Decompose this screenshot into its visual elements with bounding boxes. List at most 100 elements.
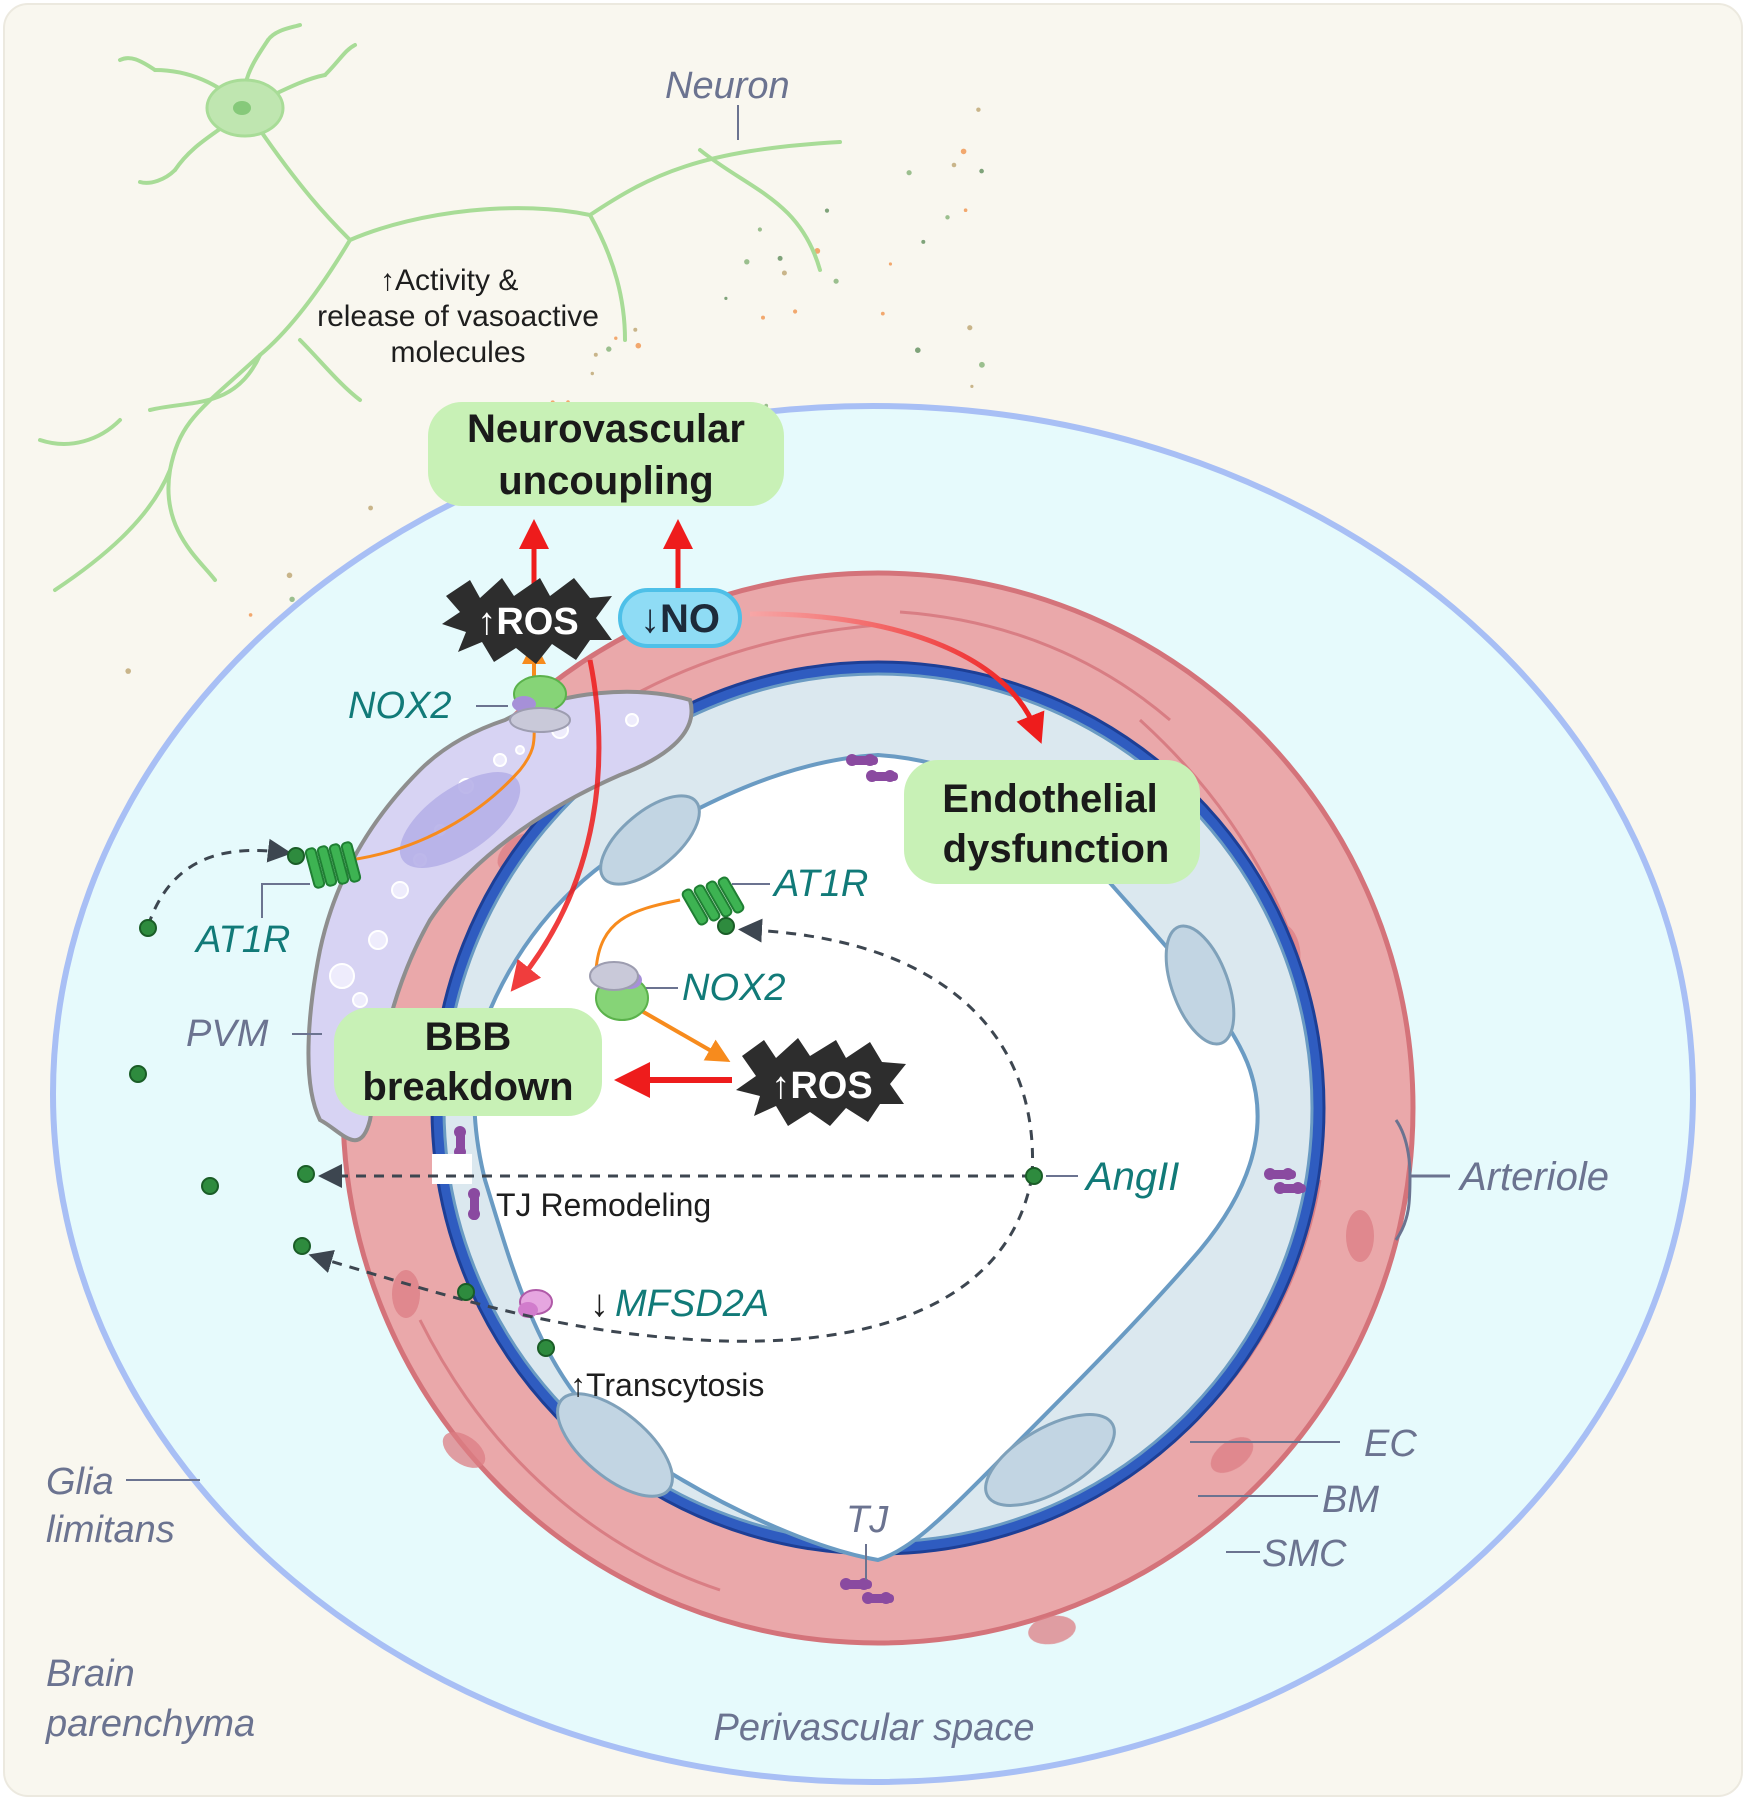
molecule-dot [888,262,893,266]
molecule-dot [979,361,985,368]
glia-label-line1: Glia [46,1461,114,1503]
molecule-dot [921,239,926,244]
neurovascular-highlight [428,402,784,506]
molecule-dot [793,309,798,314]
ros-burst-mid [736,1038,906,1126]
molecule-dot [979,168,984,174]
neuron-nucleus [233,101,251,115]
at1r-right-label: AT1R [772,863,868,905]
perivascular-label: Perivascular space [713,1707,1034,1749]
ros-burst-top [442,578,612,664]
brain-label-line2: parenchyma [45,1703,255,1745]
molecule-dot [951,162,957,168]
no-to-endothelial-arrow [749,611,1045,744]
no-text: ↓NO [640,597,720,641]
at1r-left-label: AT1R [194,919,290,961]
activity-text-line1: ↑Activity & [380,264,518,297]
transcytosis-text: ↑Transcytosis [570,1367,764,1403]
at1r-left-icon [304,841,362,889]
pvm-signal-line [349,717,537,862]
down-arrow-icon: ↓ [590,1283,609,1325]
smc-label: SMC [1262,1533,1347,1575]
angii-label: AngII [1084,1155,1179,1199]
bbb-gap [432,1154,472,1184]
molecule-dot [286,572,293,579]
tj-right [1264,1168,1306,1194]
arteriole-bracket [1394,1119,1450,1241]
molecule-dot [963,208,968,212]
nox2-mid-icon [589,961,649,1021]
molecule-dot [757,227,763,232]
angii-molecules [129,847,1043,1357]
glia-label-line2: limitans [46,1509,175,1551]
activity-text-line3: molecules [390,336,525,369]
nox2-mid-label: NOX2 [682,967,785,1009]
at1r-left-leader [261,883,310,918]
molecule-dot [368,505,373,511]
ros-top-text: ↑ROS [477,601,578,643]
tight-junctions [454,754,1306,1604]
no-pill [618,588,742,648]
molecule-dot [125,668,131,674]
ec-nuclei [556,794,1236,1507]
arteriole-label: Arteriole [1458,1155,1609,1199]
neuron-label: Neuron [665,65,790,107]
mfsd2a-text: ↓MFSD2A [590,1283,769,1325]
neurovascular-line1: Neurovascular [467,407,745,451]
nox2-top-icon [509,675,571,733]
molecule-dot [915,347,921,354]
molecule-dot [606,346,612,352]
up-arrow-icon: ↑ [477,601,496,643]
molecule-dot [781,270,787,276]
activity-text-line2: release of vasoactive [317,300,599,333]
pvm-label: PVM [186,1013,269,1055]
nox2-top-label: NOX2 [348,685,451,727]
endothelial-line1: Endothelial [942,777,1158,821]
molecule-dot [614,336,618,340]
ec-label: EC [1364,1423,1417,1465]
molecule-dot [248,613,253,617]
tj-bottom [840,1578,894,1604]
ros-mid-text: ↑ROS [771,1065,872,1107]
at1r-right-icon [681,876,745,926]
down-arrow-icon: ↓ [640,597,660,641]
molecule-dot [724,296,728,300]
bbb-line2: breakdown [362,1065,573,1109]
molecule-dot [633,327,638,332]
up-arrow-icon: ↑ [771,1065,790,1107]
molecule-dot [970,384,974,388]
molecule-dot [590,371,594,376]
molecule-dot [289,596,295,602]
bbb-highlight [334,1008,602,1116]
up-arrow-icon: ↑ [380,264,395,297]
ros-to-bbb-arrow [510,659,602,992]
endothelial-line2: dysfunction [943,827,1170,871]
molecule-dot [593,352,598,357]
molecule-dot [945,215,950,220]
molecule-dot [967,325,973,331]
molecule-dot [906,170,912,176]
molecule-dot [761,315,765,320]
bbb-line1: BBB [425,1015,512,1059]
tj-left-lower [468,1188,480,1220]
molecule-dot [777,255,783,261]
molecule-dot [824,208,830,213]
molecule-dot [880,311,885,316]
bm-label: BM [1322,1479,1379,1521]
angii-path-pvm [146,838,292,927]
tj-label: TJ [846,1499,889,1541]
nox2-mid-to-ros-arrow [639,1008,731,1062]
molecule-dot [744,259,750,265]
angii-path-at1r [738,918,1035,1177]
brain-label-line1: Brain [46,1653,135,1695]
endothelial-highlight [904,760,1200,884]
molecule-dot [833,278,839,284]
tj-remodeling-text: TJ Remodeling [496,1187,711,1223]
molecule-dot [976,107,981,112]
molecule-dot [635,342,642,349]
molecule-dot [960,148,967,155]
ec-signal-line [594,898,681,971]
tj-top [846,754,898,782]
